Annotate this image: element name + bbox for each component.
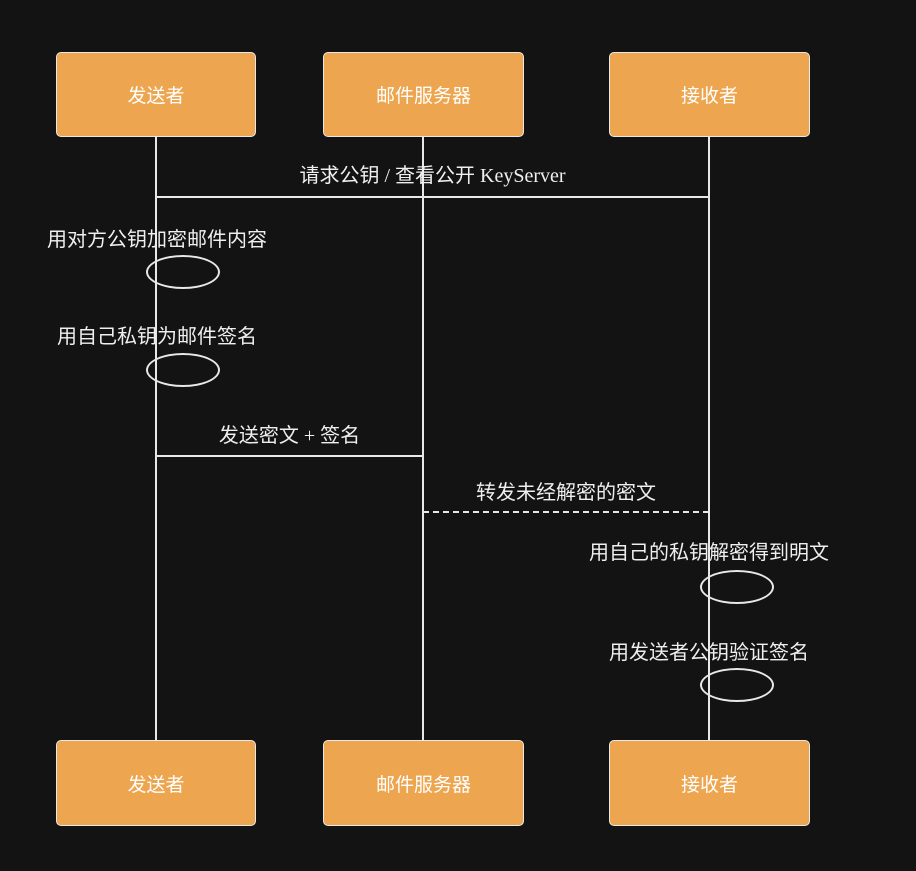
lifeline-sender — [155, 137, 157, 740]
actor-top-receiver: 接收者 — [609, 52, 810, 137]
message-label-decrypt-with-private-key: 用自己的私钥解密得到明文 — [589, 542, 829, 564]
lifeline-mail-server — [422, 137, 424, 740]
actor-bottom-receiver: 接收者 — [609, 740, 810, 826]
actor-bottom-mail-server: 邮件服务器 — [323, 740, 524, 826]
actor-label: 接收者 — [680, 86, 738, 107]
actor-label: 接收者 — [680, 774, 738, 796]
actor-label: 邮件服务器 — [375, 86, 471, 107]
actor-label: 邮件服务器 — [375, 774, 471, 796]
actor-label: 发送者 — [127, 774, 185, 796]
self-loop-verify — [700, 668, 774, 702]
message-line-forward-ciphertext — [423, 511, 709, 513]
message-label-forward-ciphertext: 转发未经解密的密文 — [476, 482, 656, 504]
message-label-encrypt-with-public-key: 用对方公钥加密邮件内容 — [47, 229, 267, 251]
actor-bottom-sender: 发送者 — [56, 740, 256, 826]
message-label-sign-with-private-key: 用自己私钥为邮件签名 — [57, 326, 257, 348]
message-label-request-public-key: 请求公钥 / 查看公开 KeyServer — [299, 165, 566, 187]
lifeline-receiver — [708, 137, 710, 740]
self-loop-sign — [146, 353, 220, 387]
actor-top-mail-server: 邮件服务器 — [323, 52, 524, 137]
actor-top-sender: 发送者 — [56, 52, 256, 137]
self-loop-encrypt — [146, 255, 220, 289]
message-label-send-ciphertext: 发送密文 + 签名 — [218, 425, 361, 447]
message-line-send-ciphertext — [156, 455, 423, 457]
self-loop-decrypt — [700, 570, 774, 604]
message-label-verify-signature: 用发送者公钥验证签名 — [609, 642, 809, 664]
actor-label: 发送者 — [127, 86, 185, 107]
message-line-request-public-key — [156, 196, 709, 198]
